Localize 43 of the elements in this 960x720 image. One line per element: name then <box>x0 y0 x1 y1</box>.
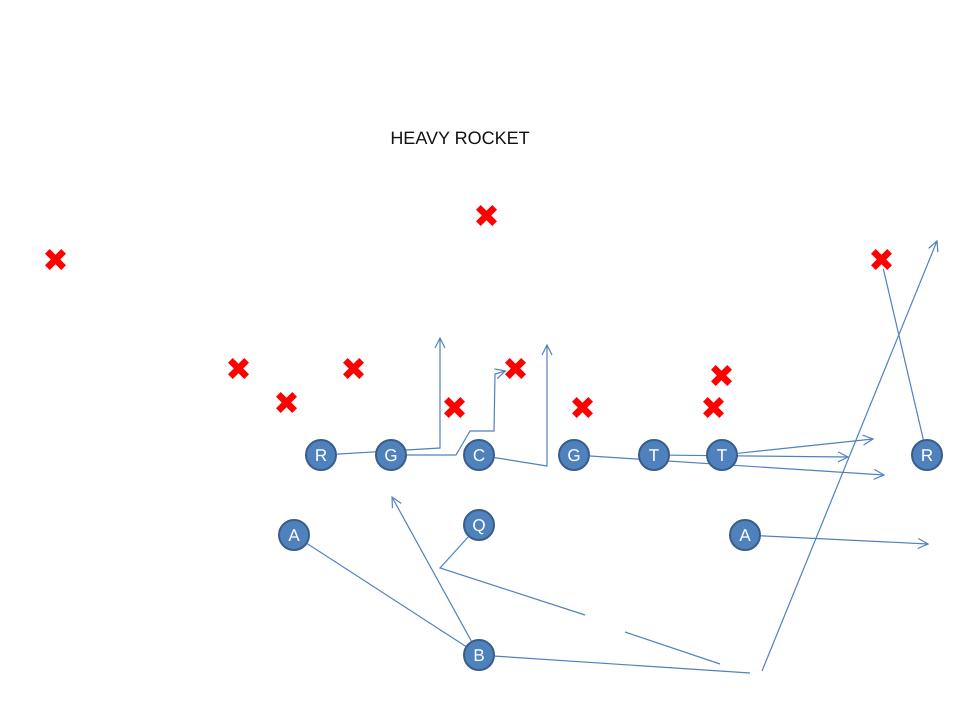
route-arrow <box>391 496 472 642</box>
player-circle <box>305 439 337 471</box>
route-arrow <box>494 240 938 674</box>
defender-mark <box>228 358 248 378</box>
defender-mark <box>870 248 892 270</box>
player-circle <box>558 439 590 471</box>
defender-mark <box>572 396 592 418</box>
player-circle <box>729 519 761 551</box>
route-arrow <box>760 535 929 550</box>
play-title: HEAVY ROCKET <box>389 128 531 149</box>
player-circle <box>911 439 943 471</box>
player-circle <box>463 639 495 671</box>
player-letter: C <box>472 446 486 464</box>
defender-mark <box>342 358 364 378</box>
defender-mark <box>444 396 464 418</box>
route-line <box>438 536 721 665</box>
player-letter: T <box>716 446 728 464</box>
route-arrow <box>407 368 506 456</box>
player-circle <box>638 439 670 471</box>
player-letter: R <box>314 446 328 464</box>
route-arrow <box>494 344 553 467</box>
route-line <box>882 268 924 440</box>
player-circle <box>278 519 310 551</box>
player-letter: G <box>384 446 398 464</box>
route-arrow <box>738 434 874 454</box>
player-letter: A <box>288 526 300 544</box>
player-circle <box>463 439 495 471</box>
route-line <box>307 543 466 647</box>
defender-mark <box>476 204 496 226</box>
player-circle <box>706 439 738 471</box>
player-circle <box>375 439 407 471</box>
player-letter: Q <box>472 516 486 534</box>
player-letter: R <box>920 446 934 464</box>
player-letter: B <box>473 646 485 664</box>
player-letter: A <box>739 526 751 544</box>
defender-mark <box>276 392 296 412</box>
defender-mark <box>44 248 66 270</box>
defender-mark <box>710 364 732 386</box>
defender-mark <box>504 358 526 378</box>
player-letter: G <box>567 446 581 464</box>
defender-mark <box>702 396 724 418</box>
player-letter: T <box>648 446 660 464</box>
player-circle <box>463 509 495 541</box>
